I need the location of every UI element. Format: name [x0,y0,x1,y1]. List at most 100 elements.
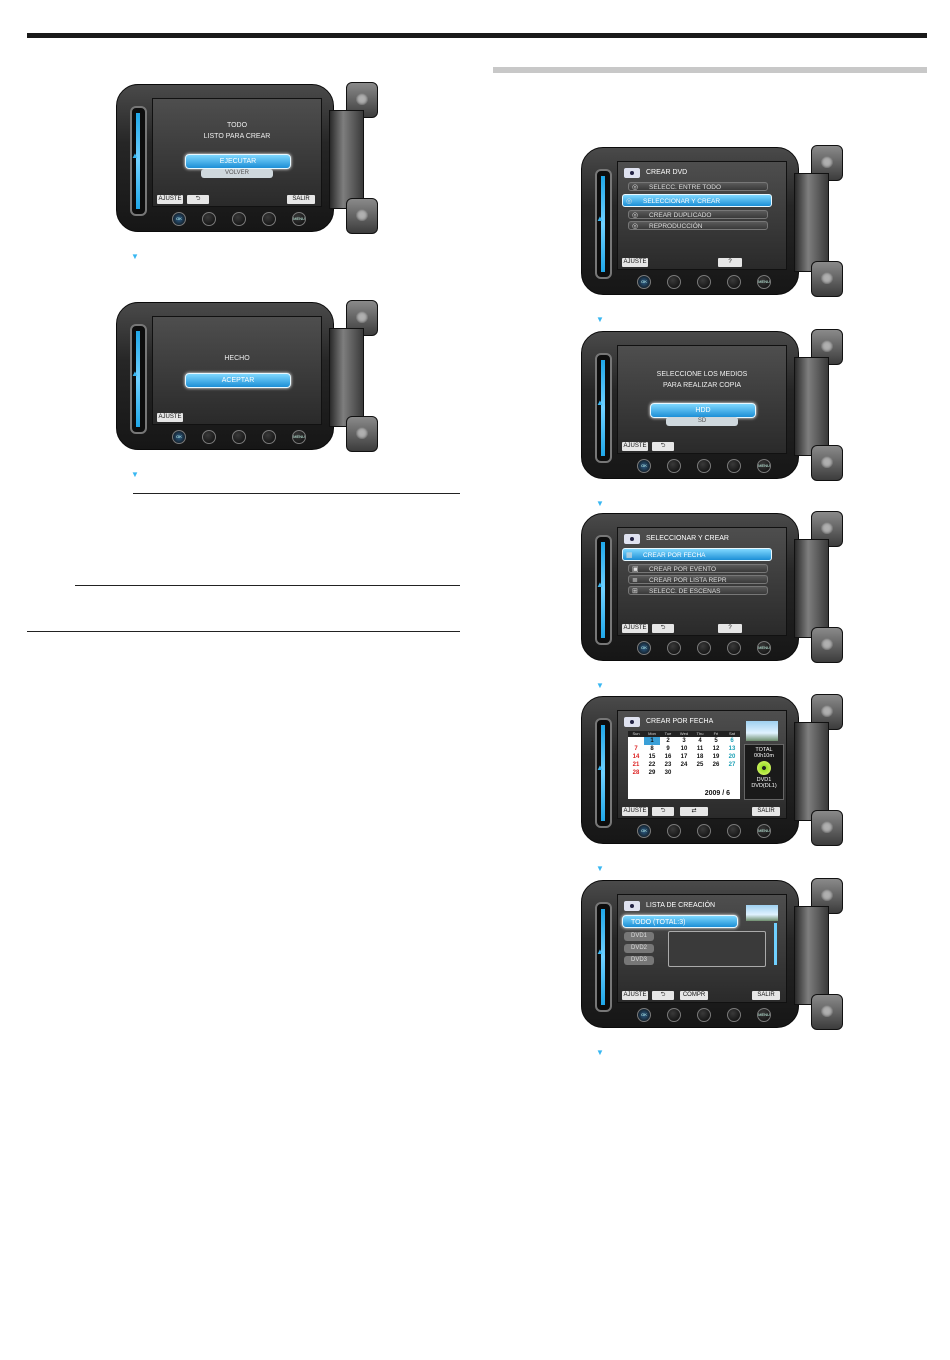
hw-button[interactable] [202,212,216,226]
menu-item-duplicate[interactable]: ◎CREAR DUPLICADO [628,210,768,219]
disc-item-3[interactable]: DVD3 [624,956,654,965]
hw-button[interactable] [727,459,741,473]
scrollbar[interactable] [774,923,777,965]
ok-button[interactable]: OK [637,641,651,655]
toggle-view-button[interactable]: ⇄ [680,807,708,816]
ok-button[interactable]: OK [172,430,186,444]
menu-item-select-all[interactable]: ◎SELECC. ENTRE TODO [628,182,768,191]
hw-button[interactable] [202,430,216,444]
calendar-day[interactable]: 20 [728,754,736,760]
calendar-day[interactable]: 27 [728,762,736,768]
return-button[interactable]: VOLVER [201,169,273,178]
menu-button[interactable]: MENU [757,459,771,473]
calendar-day[interactable]: 23 [664,762,672,768]
disc-item-1[interactable]: DVD1 [624,932,654,941]
calendar-day[interactable]: 1 [644,737,660,745]
calendar-day[interactable]: 6 [730,738,734,744]
hw-button[interactable] [667,1008,681,1022]
ok-button[interactable]: OK [172,212,186,226]
calendar-day[interactable]: 8 [650,746,654,752]
settings-button[interactable]: AJUSTE [622,442,648,451]
menu-button[interactable]: MENU [292,430,306,444]
calendar-day[interactable]: 9 [666,746,670,752]
back-icon[interactable]: ⮌ [652,442,674,451]
hw-button[interactable] [697,641,711,655]
calendar-day[interactable]: 15 [648,754,656,760]
hdd-button[interactable]: HDD [650,403,756,418]
hw-button[interactable] [667,459,681,473]
menu-button[interactable]: MENU [757,824,771,838]
execute-button[interactable]: EJECUTAR [185,154,291,169]
touch-slider[interactable] [595,168,612,370]
hw-button[interactable] [697,824,711,838]
hw-button[interactable] [667,641,681,655]
calendar-day[interactable]: 11 [696,746,704,752]
calendar-day[interactable]: 3 [682,738,686,744]
hw-button[interactable] [697,1008,711,1022]
disc-item-2[interactable]: DVD2 [624,944,654,953]
menu-item-by-date[interactable]: ▦CREAR POR FECHA [622,548,772,561]
calendar-day[interactable]: 12 [712,746,720,752]
ok-button[interactable]: OK [637,275,651,289]
check-button[interactable]: COMPR [680,991,708,1000]
sd-button[interactable]: SD [666,417,738,426]
back-icon[interactable]: ⮌ [652,624,674,633]
hw-button[interactable] [667,275,681,289]
help-button[interactable]: ? [718,624,742,633]
calendar-day[interactable]: 29 [648,770,656,776]
hw-button[interactable] [667,824,681,838]
calendar-day[interactable]: 18 [696,754,704,760]
menu-item-playback[interactable]: ◎REPRODUCCIÓN [628,221,768,230]
settings-button[interactable]: AJUSTE [622,807,648,816]
calendar-day[interactable]: 25 [696,762,704,768]
settings-button[interactable]: AJUSTE [157,195,183,204]
calendar-day[interactable]: 26 [712,762,720,768]
all-discs-item[interactable]: TODO (TOTAL:3) [622,915,738,928]
settings-button[interactable]: AJUSTE [622,991,648,1000]
hw-button[interactable] [727,824,741,838]
menu-button[interactable]: MENU [757,275,771,289]
hw-button[interactable] [727,641,741,655]
settings-button[interactable]: AJUSTE [622,624,648,633]
back-icon[interactable]: ⮌ [652,991,674,1000]
menu-item-select-create[interactable]: ◎SELECCIONAR Y CREAR [622,194,772,207]
calendar-day[interactable]: 21 [632,762,640,768]
hw-button[interactable] [232,430,246,444]
calendar-day[interactable]: 22 [648,762,656,768]
calendar-day[interactable]: 5 [714,738,718,744]
menu-button[interactable]: MENU [757,641,771,655]
touch-slider[interactable] [595,352,612,554]
calendar-day[interactable]: 14 [632,754,640,760]
hw-button[interactable] [262,430,276,444]
calendar-day[interactable]: 7 [634,746,638,752]
menu-button[interactable]: MENU [757,1008,771,1022]
exit-button[interactable]: SALIR [752,807,780,816]
calendar-day[interactable]: 10 [680,746,688,752]
ok-button[interactable]: OK [637,824,651,838]
calendar-day[interactable]: 28 [632,770,640,776]
calendar-day[interactable]: 30 [664,770,672,776]
hw-button[interactable] [727,275,741,289]
calendar-day[interactable]: 16 [664,754,672,760]
touch-slider[interactable] [595,717,612,919]
calendar-day[interactable]: 19 [712,754,720,760]
menu-item-scenes[interactable]: ⊞SELECC. DE ESCENAS [628,586,768,595]
calendar-day[interactable]: 4 [698,738,702,744]
hw-button[interactable] [697,459,711,473]
touch-slider[interactable] [130,323,147,525]
exit-button[interactable]: SALIR [752,991,780,1000]
hw-button[interactable] [727,1008,741,1022]
menu-item-by-event[interactable]: ▣CREAR POR EVENTO [628,564,768,573]
back-icon[interactable]: ⮌ [187,195,209,204]
help-button[interactable]: ? [718,258,742,267]
back-icon[interactable]: ⮌ [652,807,674,816]
hw-button[interactable] [232,212,246,226]
exit-button[interactable]: SALIR [287,195,315,204]
touch-slider[interactable] [595,534,612,736]
accept-button[interactable]: ACEPTAR [185,373,291,388]
hw-button[interactable] [697,275,711,289]
settings-button[interactable]: AJUSTE [622,258,648,267]
touch-slider[interactable] [130,105,147,307]
ok-button[interactable]: OK [637,1008,651,1022]
menu-button[interactable]: MENU [292,212,306,226]
